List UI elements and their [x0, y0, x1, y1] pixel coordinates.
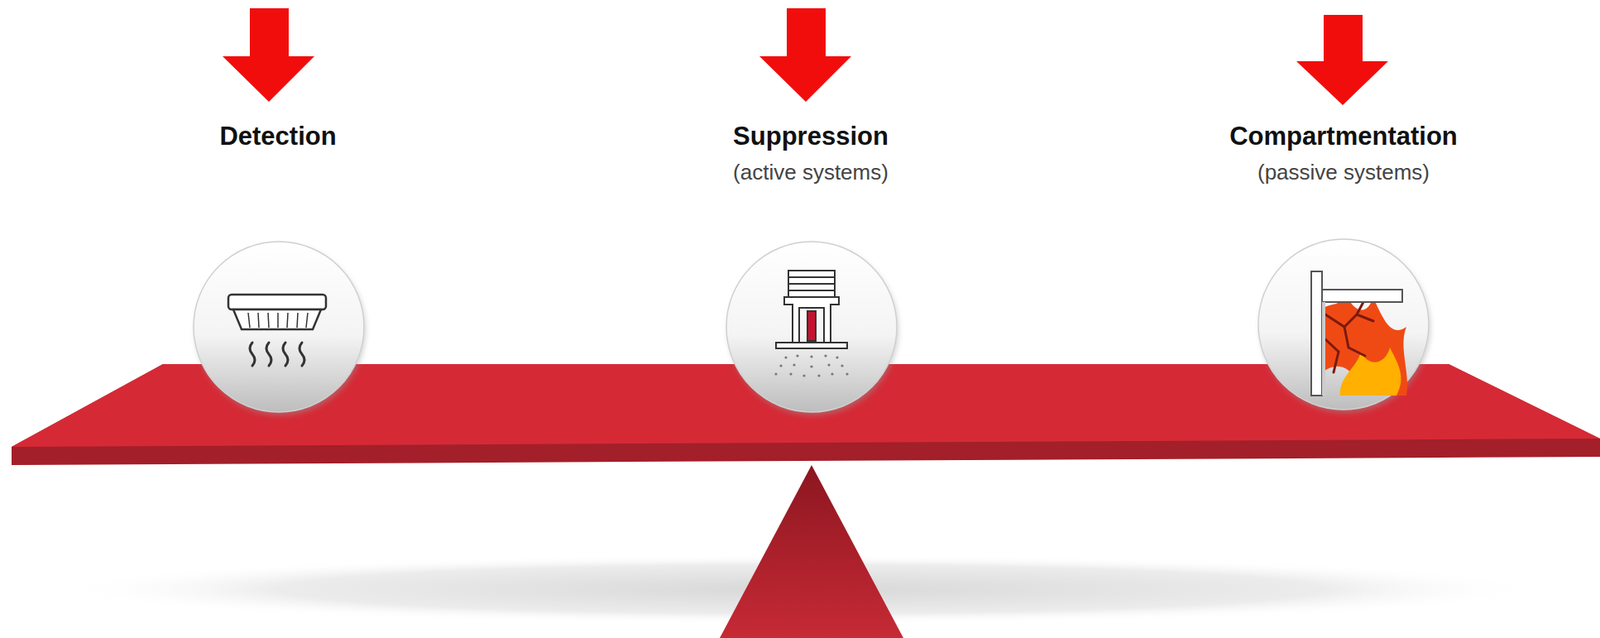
icon-circles: [193, 239, 1431, 416]
icon-node: Detection: [95, 119, 460, 154]
fulcrum: [719, 464, 904, 638]
node-heading: Suppression: [628, 119, 993, 154]
node-subtitle: (passive systems): [1161, 158, 1526, 187]
node-heading: Compartmentation: [1161, 119, 1526, 154]
down-arrows: [222, 8, 1389, 106]
fire-wall-icon: [1311, 271, 1408, 396]
smoke-detector-icon: [228, 294, 326, 366]
icon-node: Suppression (active systems): [628, 119, 993, 187]
node-heading: Detection: [95, 119, 460, 154]
icon-node: Compartmentation (passive systems): [1161, 119, 1526, 187]
sprinkler-icon: [774, 270, 848, 378]
node-subtitle: (active systems): [628, 158, 993, 187]
